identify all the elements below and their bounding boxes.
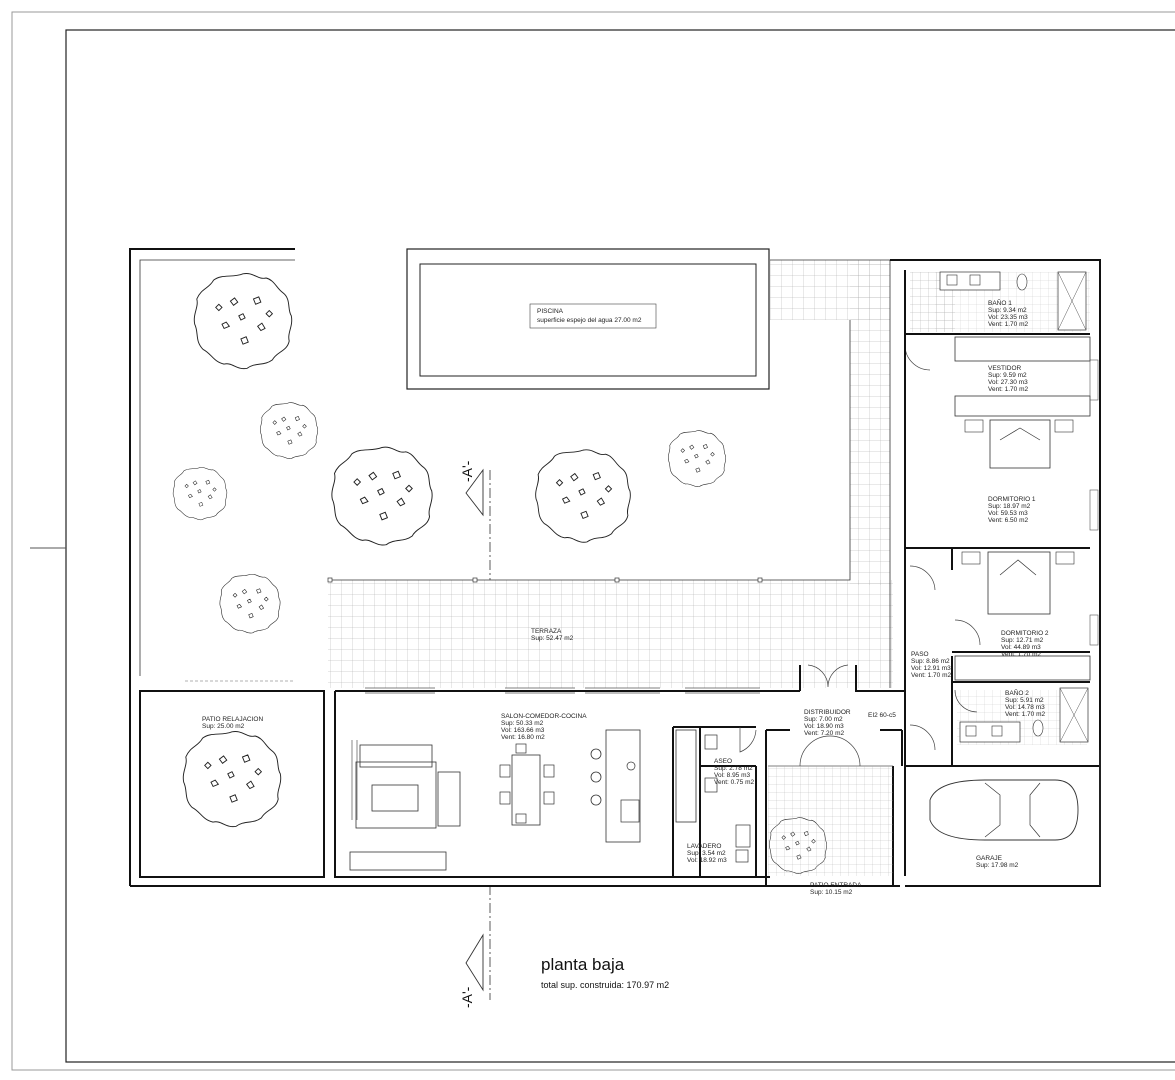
svg-text:Sup: 12.71 m2: Sup: 12.71 m2 [1001,637,1044,644]
room-label-patio-relajacion: PATIO RELAJACION Sup: 25.00 m2 [202,716,263,730]
svg-text:PATIO RELAJACION: PATIO RELAJACION [202,716,263,723]
room-label-bano1: BAÑO 1 Sup: 9.34 m2 Vol: 23.35 m3 Vent: … [988,298,1028,328]
svg-text:Sup: 9.34 m2: Sup: 9.34 m2 [988,307,1027,314]
room-label-distribuidor: DISTRIBUIDOR Sup: 7.00 m2 Vol: 18.90 m3 … [804,709,851,737]
svg-text:Sup: 2.78 m2: Sup: 2.78 m2 [714,765,753,772]
svg-text:Sup: 8.86 m2: Sup: 8.86 m2 [911,658,950,665]
svg-text:Vent: 6.50 m2: Vent: 6.50 m2 [988,517,1028,524]
svg-text:superficie espejo del agua 27.: superficie espejo del agua 27.00 m2 [537,317,642,324]
plan-subtitle: total sup. construida: 170.97 m2 [541,980,669,990]
room-label-aseo: ASEO Sup: 2.78 m2 Vol: 8.95 m3 Vent: 0.7… [714,758,754,786]
svg-text:Vent: 1.70 m2: Vent: 1.70 m2 [1005,711,1045,718]
svg-text:Vol: 18.92 m3: Vol: 18.92 m3 [687,857,727,864]
svg-text:Vol: 14.78 m3: Vol: 14.78 m3 [1005,704,1045,711]
room-label-paso: PASO Sup: 8.86 m2 Vol: 12.91 m3 Vent: 1.… [911,651,951,679]
section-mark-bottom: -A'- [459,986,475,1008]
svg-text:PISCINA: PISCINA [537,308,564,315]
svg-text:Sup: 50.33 m2: Sup: 50.33 m2 [501,720,544,727]
svg-text:Vent: 1.70 m2: Vent: 1.70 m2 [1001,651,1041,658]
svg-text:Vol: 23.35 m3: Vol: 23.35 m3 [988,314,1028,321]
svg-text:DORMITORIO 2: DORMITORIO 2 [1001,630,1049,637]
svg-text:GARAJE: GARAJE [976,855,1003,862]
room-label-lavadero: LAVADERO Sup: 3.54 m2 Vol: 18.92 m3 [687,843,727,864]
room-label-dormitorio1: DORMITORIO 1 Sup: 18.97 m2 Vol: 59.53 m3… [988,496,1036,524]
svg-text:Vol: 44.89 m3: Vol: 44.89 m3 [1001,644,1041,651]
section-mark-top: -A'- [459,460,475,482]
plan-title: planta baja [541,955,625,974]
svg-text:Sup: 17.98 m2: Sup: 17.98 m2 [976,862,1019,869]
svg-text:Vol: 27.30 m3: Vol: 27.30 m3 [988,379,1028,386]
svg-text:Vent: 1.70 m2: Vent: 1.70 m2 [911,672,951,679]
svg-text:Vol: 12.91 m3: Vol: 12.91 m3 [911,665,951,672]
room-label-bano2: BAÑO 2 Sup: 5.91 m2 Vol: 14.78 m3 Vent: … [1005,688,1045,718]
svg-text:Vent: 0.75 m2: Vent: 0.75 m2 [714,779,754,786]
svg-text:Vol: 18.90 m3: Vol: 18.90 m3 [804,723,844,730]
svg-text:BAÑO 1: BAÑO 1 [988,298,1012,307]
svg-text:DORMITORIO 1: DORMITORIO 1 [988,496,1036,503]
svg-text:BAÑO 2: BAÑO 2 [1005,688,1029,697]
svg-text:Vent: 1.70 m2: Vent: 1.70 m2 [988,321,1028,328]
svg-text:Sup: 10.15 m2: Sup: 10.15 m2 [810,889,853,896]
svg-text:PASO: PASO [911,651,929,658]
svg-text:Vol: 163.66 m3: Vol: 163.66 m3 [501,727,545,734]
room-label-vestidor: VESTIDOR Sup: 9.59 m2 Vol: 27.30 m3 Vent… [988,365,1028,393]
svg-text:ASEO: ASEO [714,758,732,765]
svg-text:LAVADERO: LAVADERO [687,843,721,850]
room-label-terraza: TERRAZA Sup: 52.47 m2 [531,628,574,642]
svg-text:Vent: 7.20 m2: Vent: 7.20 m2 [804,730,844,737]
svg-text:Sup: 9.59 m2: Sup: 9.59 m2 [988,372,1027,379]
svg-text:VESTIDOR: VESTIDOR [988,365,1022,372]
room-label-garaje: GARAJE Sup: 17.98 m2 [976,855,1019,869]
svg-text:Sup: 7.00 m2: Sup: 7.00 m2 [804,716,843,723]
svg-text:Vent: 1.70 m2: Vent: 1.70 m2 [988,386,1028,393]
svg-text:Sup: 3.54 m2: Sup: 3.54 m2 [687,850,726,857]
svg-text:SALON-COMEDOR-COCINA: SALON-COMEDOR-COCINA [501,713,587,720]
svg-text:Sup: 52.47 m2: Sup: 52.47 m2 [531,635,574,642]
svg-text:Sup: 25.00 m2: Sup: 25.00 m2 [202,723,245,730]
svg-text:DISTRIBUIDOR: DISTRIBUIDOR [804,709,851,716]
svg-text:Vol: 8.95 m3: Vol: 8.95 m3 [714,772,751,779]
svg-text:Sup: 5.91 m2: Sup: 5.91 m2 [1005,697,1044,704]
room-label-patio-entrada: PATIO ENTRADA Sup: 10.15 m2 [810,882,862,896]
svg-text:TERRAZA: TERRAZA [531,628,562,635]
room-label-piscina: PISCINA superficie espejo del agua 27.00… [537,308,642,324]
room-label-dormitorio2: DORMITORIO 2 Sup: 12.71 m2 Vol: 44.89 m3… [1001,630,1049,658]
door-fire-rating: EI2 60-c5 [868,712,896,719]
svg-text:Vol: 59.53 m3: Vol: 59.53 m3 [988,510,1028,517]
svg-text:Vent: 16.80 m2: Vent: 16.80 m2 [501,734,545,741]
svg-text:PATIO ENTRADA: PATIO ENTRADA [810,882,862,889]
room-label-salon: SALON-COMEDOR-COCINA Sup: 50.33 m2 Vol: … [501,713,587,741]
svg-text:Sup: 18.97 m2: Sup: 18.97 m2 [988,503,1031,510]
